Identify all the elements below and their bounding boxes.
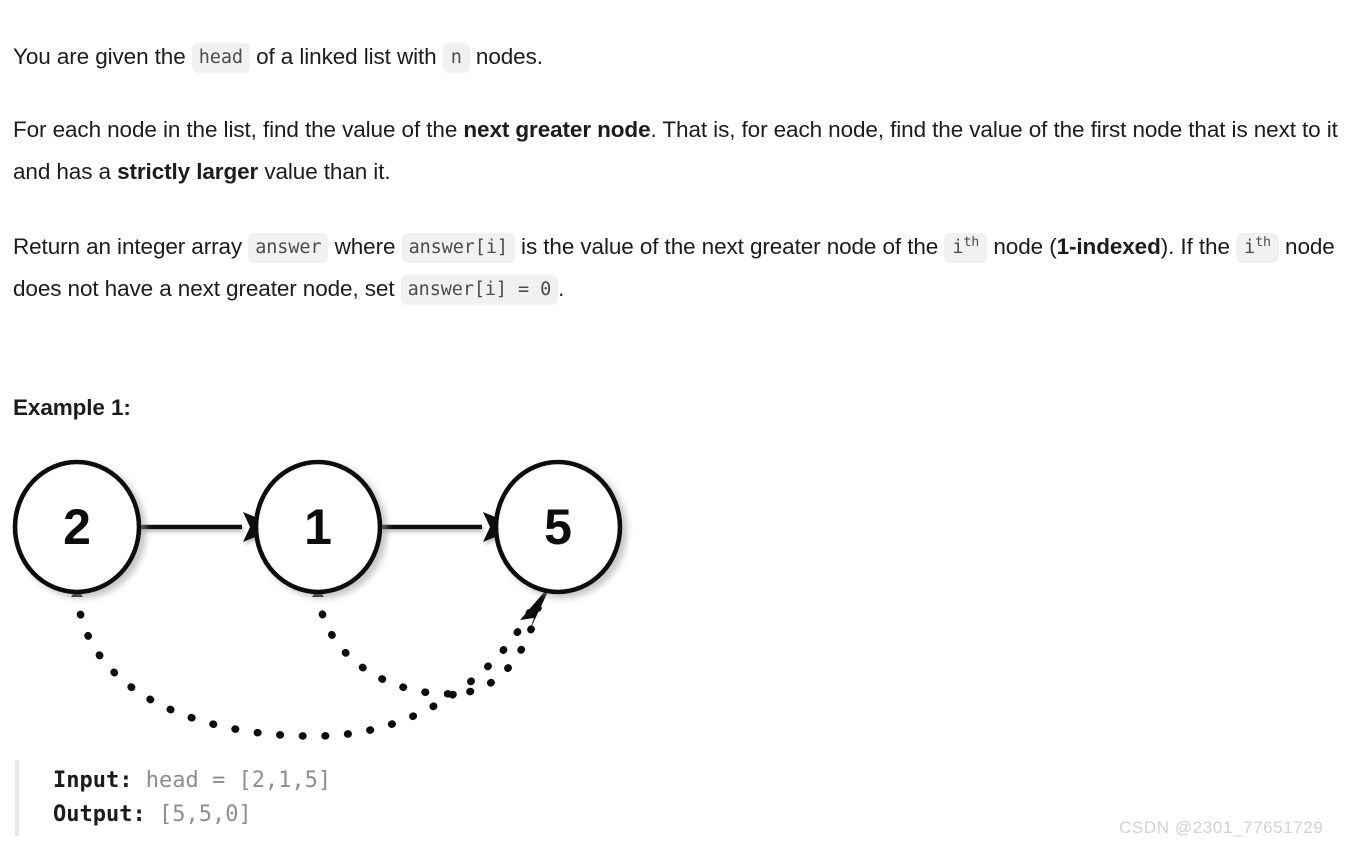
emphasis-next-greater-node: next greater node: [463, 116, 651, 142]
example-heading: Example 1:: [13, 395, 131, 420]
example-output-line: Output: [5,5,0]: [53, 798, 635, 832]
paragraph-return-text-4: node (: [987, 233, 1057, 259]
code-chip-ith-second-base: i: [1244, 236, 1256, 258]
node-label-1: 1: [304, 499, 332, 555]
node-circle-2: [12, 459, 142, 595]
paragraph-return-text-5: ). If the: [1160, 233, 1237, 259]
code-chip-n: n: [442, 42, 470, 73]
paragraph-return-text-3: is the value of the next greater node of…: [514, 233, 945, 259]
example-output-value: [5,5,0]: [145, 802, 252, 827]
node-circle-1: [253, 459, 383, 595]
code-chip-answer-zero: answer[i] = 0: [400, 274, 559, 305]
paragraph-next-greater-text-2: . That is, for each node, find the value…: [13, 116, 1338, 184]
code-chip-answer: answer: [248, 232, 329, 263]
code-chip-ith-first: ith: [944, 232, 988, 263]
node-label-5: 5: [544, 499, 572, 555]
code-chip-ith-second-suffix: th: [1255, 234, 1271, 250]
linked-list-svg: 2 1 5: [12, 459, 623, 740]
paragraph-next-greater-text-3: value than it.: [258, 158, 391, 184]
example-output-label: Output:: [53, 802, 146, 827]
paragraph-return-text-1: Return an integer array: [13, 233, 249, 259]
csdn-watermark: CSDN @2301_77651729: [1119, 818, 1324, 837]
example-code-block: Input: head = [2,1,5] Output: [5,5,0]: [15, 760, 635, 836]
node-label-2: 2: [63, 499, 91, 555]
code-chip-head: head: [191, 42, 250, 73]
example-input-line: Input: head = [2,1,5]: [53, 764, 635, 798]
paragraph-next-greater-text-1: For each node in the list, find the valu…: [13, 116, 464, 142]
example-input-label: Input:: [53, 768, 133, 793]
code-chip-answer-index: answer[i]: [401, 232, 515, 263]
code-chip-ith-first-suffix: th: [963, 234, 980, 250]
example-input-value: head = [2,1,5]: [132, 768, 332, 793]
node-circle-5: [493, 459, 623, 595]
paragraph-return-text-6: node does not have a next greater node, …: [13, 233, 1335, 301]
paragraph-intro-text-1: You are given the: [13, 43, 192, 69]
paragraph-return-text-7: .: [558, 275, 565, 301]
paragraph-intro-text-2: of a linked list with: [249, 43, 443, 69]
dotted-arrowhead-into-node5: [520, 583, 552, 632]
dotted-arrow-node2-to-node5: [71, 588, 537, 740]
paragraph-return-spec: Return an integer array answer where ans…: [13, 226, 1339, 310]
dotted-arrow-node1-to-node5: [312, 588, 542, 698]
emphasis-one-indexed: 1-indexed: [1056, 233, 1161, 259]
paragraph-intro-text-3: nodes.: [469, 43, 543, 69]
code-chip-ith-second: ith: [1236, 232, 1279, 263]
linked-list-diagram: 2 1 5: [0, 448, 680, 748]
paragraph-return-text-2: where: [328, 233, 402, 259]
paragraph-next-greater: For each node in the list, find the valu…: [13, 109, 1339, 193]
code-chip-ith-first-base: i: [952, 236, 964, 258]
paragraph-intro: You are given the head of a linked list …: [13, 36, 1339, 78]
emphasis-strictly-larger: strictly larger: [117, 158, 259, 184]
